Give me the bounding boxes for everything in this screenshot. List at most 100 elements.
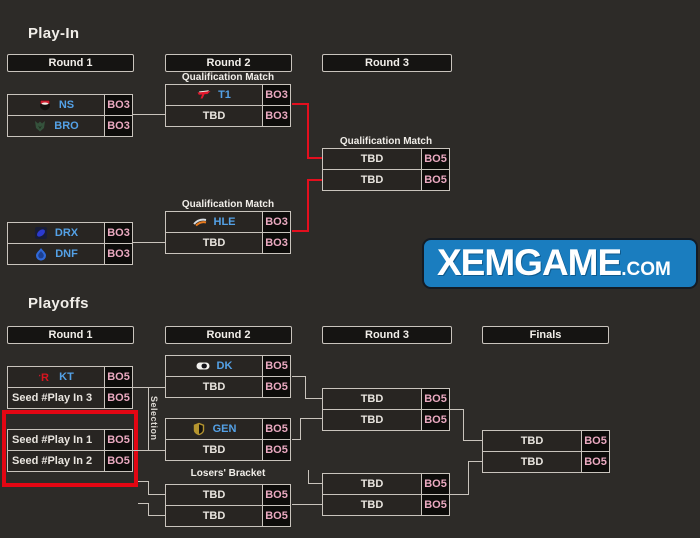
team-name: TBD bbox=[360, 478, 384, 490]
match-row: R KT BO5 bbox=[8, 367, 132, 387]
header-label: Round 2 bbox=[206, 329, 251, 341]
qualification-match-label: Qualification Match bbox=[339, 136, 433, 147]
header-label: Round 1 bbox=[48, 329, 93, 341]
match-row: DNF BO3 bbox=[8, 243, 132, 264]
match-row: TBD BO5 bbox=[323, 149, 449, 169]
team-name: TBD bbox=[520, 456, 544, 468]
team-cell: HLE bbox=[166, 212, 262, 232]
connector-line bbox=[148, 503, 149, 516]
team-cell: TBD bbox=[166, 506, 262, 526]
connector-line bbox=[138, 503, 148, 504]
match-row: TBD BO3 bbox=[166, 105, 290, 126]
team-name: TBD bbox=[360, 393, 384, 405]
team-cell: TBD bbox=[483, 452, 581, 472]
team-cell: TBD bbox=[323, 149, 421, 169]
team-cell: TBD bbox=[323, 410, 421, 430]
match-row: TBD BO5 bbox=[323, 494, 449, 515]
team-name: Seed #Play In 1 bbox=[12, 434, 93, 446]
team-cell: TBD bbox=[483, 431, 581, 451]
qualification-match-label: Qualification Match bbox=[181, 199, 275, 210]
team-cell: TBD bbox=[166, 377, 262, 397]
match-row: TBD BO5 bbox=[166, 505, 290, 526]
playin-match-hle-tbd: HLE BO3 TBD BO3 bbox=[165, 211, 291, 254]
match-row: HLE BO3 bbox=[166, 212, 290, 232]
team-cell: GEN bbox=[166, 419, 262, 439]
match-format-badge: BO5 bbox=[262, 506, 290, 526]
connector-line-red bbox=[307, 179, 322, 181]
team-name: TBD bbox=[360, 174, 384, 186]
bro-team-icon bbox=[35, 121, 46, 132]
playoffs-finals-header: Finals bbox=[482, 326, 609, 344]
playin-round1-header: Round 1 bbox=[7, 54, 134, 72]
team-cell: DK bbox=[166, 356, 262, 376]
team-cell: TBD bbox=[323, 389, 421, 409]
match-row: Seed #Play In 1 BO5 bbox=[8, 430, 132, 450]
ns-team-icon bbox=[39, 100, 50, 111]
connector-line bbox=[305, 376, 306, 399]
connector-line bbox=[148, 387, 149, 450]
team-name: Seed #Play In 2 bbox=[12, 455, 93, 467]
team-name: GEN bbox=[212, 423, 237, 435]
match-row: Seed #Play In 2 BO5 bbox=[8, 450, 132, 471]
match-format-badge: BO5 bbox=[104, 388, 132, 408]
team-cell: BRO bbox=[8, 116, 104, 136]
team-name: DNF bbox=[55, 248, 78, 260]
header-label: Round 1 bbox=[48, 57, 93, 69]
connector-line bbox=[148, 515, 165, 516]
t1-team-icon bbox=[197, 90, 211, 99]
connector-line bbox=[463, 409, 464, 441]
connector-line bbox=[292, 504, 322, 505]
team-cell: TBD bbox=[166, 485, 262, 505]
connector-line bbox=[463, 440, 482, 441]
header-label: Round 3 bbox=[365, 57, 409, 69]
match-format-badge: BO3 bbox=[262, 212, 290, 232]
connector-line bbox=[148, 494, 165, 495]
playoffs-round3-header: Round 3 bbox=[322, 326, 452, 344]
match-row: TBD BO5 bbox=[166, 376, 290, 397]
team-name: TBD bbox=[202, 510, 226, 522]
gen-team-icon bbox=[193, 422, 204, 436]
team-cell: DNF bbox=[8, 244, 104, 264]
connector-line bbox=[133, 450, 165, 451]
team-cell: TBD bbox=[323, 474, 421, 494]
match-format-badge: BO5 bbox=[421, 495, 449, 515]
match-format-badge: BO5 bbox=[421, 410, 449, 430]
team-cell: Seed #Play In 3 bbox=[8, 388, 104, 408]
watermark-suffix-text: .COM bbox=[621, 259, 671, 280]
connector-line-red bbox=[307, 103, 309, 159]
match-row: TBD BO5 bbox=[483, 431, 609, 451]
playin-final-qualification-match: TBD BO5 TBD BO5 bbox=[322, 148, 450, 191]
team-cell: TBD bbox=[323, 170, 421, 190]
connector-line bbox=[468, 461, 482, 462]
match-format-badge: BO5 bbox=[104, 367, 132, 387]
team-cell: R KT bbox=[8, 367, 104, 387]
team-name: T1 bbox=[218, 89, 231, 101]
team-name: TBD bbox=[202, 381, 226, 393]
playoffs-finals-match: TBD BO5 TBD BO5 bbox=[482, 430, 610, 473]
connector-line-red bbox=[307, 157, 322, 159]
team-name: HLE bbox=[213, 216, 236, 228]
playin-section-title: Play-In bbox=[28, 25, 80, 42]
team-name: DRX bbox=[54, 227, 79, 239]
dk-team-icon bbox=[196, 362, 210, 370]
team-name: KT bbox=[59, 371, 74, 383]
match-format-badge: BO3 bbox=[104, 116, 132, 136]
match-format-badge: BO5 bbox=[104, 451, 132, 471]
drx-team-icon bbox=[34, 227, 47, 239]
connector-line-red bbox=[292, 230, 308, 232]
team-cell: Seed #Play In 2 bbox=[8, 451, 104, 471]
connector-line bbox=[133, 242, 165, 243]
match-row: TBD BO5 bbox=[166, 439, 290, 460]
match-row: NS BO3 bbox=[8, 95, 132, 115]
connector-line-red bbox=[307, 179, 309, 232]
match-format-badge: BO3 bbox=[104, 223, 132, 243]
playoffs-section-title: Playoffs bbox=[28, 295, 89, 312]
selection-label: Selection bbox=[149, 396, 159, 441]
losers-bracket-label: Losers' Bracket bbox=[190, 468, 266, 479]
xemgame-watermark: XEMGAME.COM bbox=[424, 240, 696, 287]
playoffs-losers-bracket-match: TBD BO5 TBD BO5 bbox=[165, 484, 291, 527]
match-row: T1 BO3 bbox=[166, 85, 290, 105]
connector-line bbox=[308, 470, 309, 484]
connector-line bbox=[468, 461, 469, 495]
